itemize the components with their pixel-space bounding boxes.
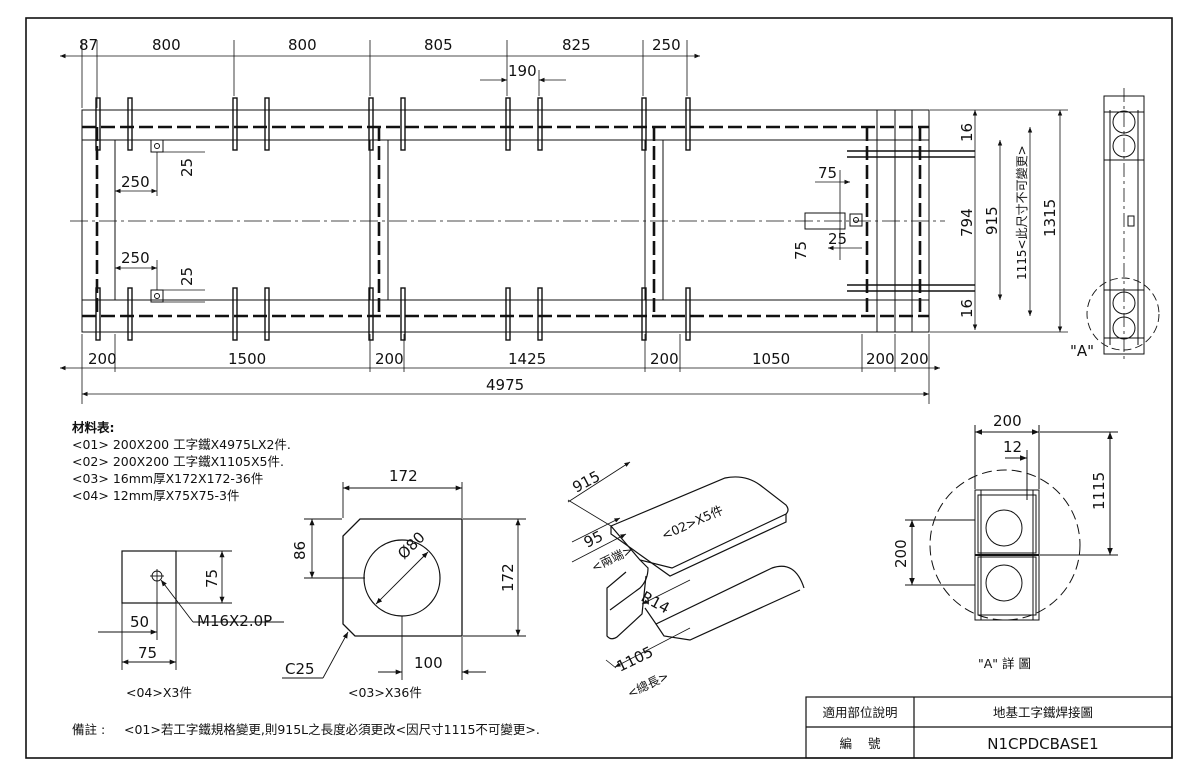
dim-825: 825 (562, 36, 591, 54)
plan-bottom-dimensions (59, 334, 940, 404)
detail-a-caption: "A" 詳 圖 (978, 656, 1031, 671)
right-hole-dimensions (815, 170, 862, 260)
dim-200-e: 200 (900, 350, 929, 368)
dim-4975: 4975 (486, 376, 524, 394)
right-vertical-dimensions (930, 109, 1068, 333)
note-text: <01>若工字鐵規格變更,則915L之長度必須更改<因尺寸1115不可變更>. (124, 722, 540, 737)
part04-caption: <04>X3件 (126, 685, 192, 700)
dim-805: 805 (424, 36, 453, 54)
dim-75-right-side: 75 (792, 241, 810, 260)
dim-1315: 1315 (1041, 199, 1059, 237)
detail-dim-12: 12 (1003, 438, 1022, 456)
dim-200-c: 200 (650, 350, 679, 368)
part04-bolt-spec: M16X2.0P (197, 612, 272, 630)
part03-dim-86: 86 (291, 541, 309, 560)
part03-dim-dia-80: Ø80 (394, 528, 429, 563)
dim-16-top: 16 (958, 123, 976, 142)
dim-25-left-upper: 25 (178, 158, 196, 177)
dim-1500: 1500 (228, 350, 266, 368)
left-hole-dimensions (115, 139, 205, 303)
title-block-drawing-number: N1CPDCBASE1 (987, 735, 1098, 753)
iso-dim-915: 915 (569, 467, 603, 496)
detail-dim-200-side: 200 (892, 539, 910, 568)
detail-dim-200-top: 200 (993, 412, 1022, 430)
iso-label-02: <02>X5件 (659, 502, 725, 542)
part03-dim-172-top: 172 (389, 467, 418, 485)
detail-dim-1115: 1115 (1090, 472, 1108, 510)
material-01: <01> 200X200 工字鐵X4975LX2件. (72, 437, 291, 452)
iso-dim-1105: 1105 (614, 643, 656, 676)
part04-dim-50: 50 (130, 613, 149, 631)
part03-caption: <03>X36件 (348, 685, 422, 700)
dim-200-d: 200 (866, 350, 895, 368)
iso-dim-95: 95 (581, 527, 606, 552)
part04-dim-75-bottom: 75 (138, 644, 157, 662)
dim-16-bottom: 16 (958, 299, 976, 318)
isometric-beam-drawing (567, 461, 805, 669)
material-04: <04> 12mm厚X75X75-3件 (72, 488, 240, 503)
part03-dim-172-side: 172 (499, 563, 517, 592)
part-04-drawing (98, 550, 284, 670)
dim-25-left-lower: 25 (178, 267, 196, 286)
detail-a-drawing (905, 425, 1118, 621)
dim-200-b: 200 (375, 350, 404, 368)
dim-250-top: 250 (652, 36, 681, 54)
title-block-label-usage: 適用部位說明 (822, 705, 897, 720)
title-block-label-number: 編 號 (840, 736, 881, 751)
plan-view (70, 97, 975, 341)
part-03-drawing (282, 482, 526, 680)
dim-915: 915 (983, 206, 1001, 235)
part03-dim-100: 100 (414, 654, 443, 672)
part04-dim-75-side: 75 (203, 569, 221, 588)
dim-25-right: 25 (828, 230, 847, 248)
dim-87: 87 (79, 36, 98, 54)
iso-note-total-length: <總長> (625, 668, 671, 701)
dim-190: 190 (508, 62, 537, 80)
materials-heading: 材料表: (71, 420, 115, 435)
note-label: 備註 : (72, 722, 105, 737)
title-block-drawing-title: 地基工字鐵焊接圖 (993, 705, 1093, 720)
dim-1425: 1425 (508, 350, 546, 368)
dim-1050: 1050 (752, 350, 790, 368)
title-block (805, 696, 1173, 759)
material-03: <03> 16mm厚X172X172-36件 (72, 471, 263, 486)
part03-chamfer: C25 (285, 660, 315, 678)
material-02: <02> 200X200 工字鐵X1105X5件. (72, 454, 284, 469)
dim-250-left-lower: 250 (121, 249, 150, 267)
dim-800-a: 800 (152, 36, 181, 54)
label-a: "A" (1070, 342, 1094, 360)
dim-1115-fixed: 1115<此尺寸不可變更> (1014, 145, 1029, 280)
dim-75-right-top: 75 (818, 164, 837, 182)
dim-800-b: 800 (288, 36, 317, 54)
dim-250-left-upper: 250 (121, 173, 150, 191)
dim-200-a: 200 (88, 350, 117, 368)
plan-top-dimensions (59, 40, 700, 108)
sheet-border (25, 17, 1173, 759)
iso-radius-r14: R14 (638, 588, 673, 618)
dim-794: 794 (958, 208, 976, 237)
side-view (1086, 88, 1160, 362)
